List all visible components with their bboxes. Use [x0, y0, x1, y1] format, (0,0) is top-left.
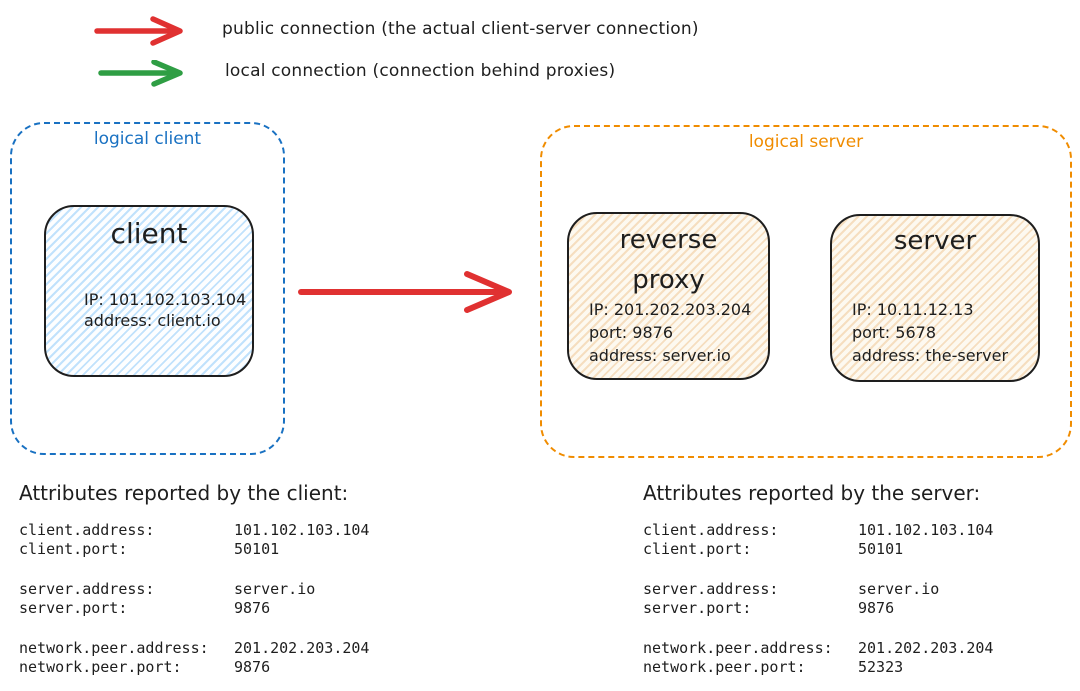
attr-row: server.address: server.io	[19, 580, 449, 599]
attr-key: client.address:	[19, 521, 155, 539]
client-node: client IP: 101.102.103.104 address: clie…	[44, 205, 254, 377]
attr-row: server.address: server.io	[643, 580, 1073, 599]
reverse-proxy-port: port: 9876	[589, 323, 673, 342]
server-port: port: 5678	[852, 323, 936, 342]
reverse-proxy-node: reverse proxy IP: 201.202.203.204 port: …	[567, 212, 770, 380]
server-node-title: server	[893, 226, 977, 256]
attr-key: server.port:	[643, 599, 752, 617]
attr-row: server.port: 9876	[643, 599, 1073, 618]
attr-key: client.address:	[643, 521, 779, 539]
public-connection-arrow-icon	[94, 16, 183, 46]
attr-key: network.peer.port:	[643, 658, 806, 676]
logical-client-label: logical client	[93, 129, 202, 149]
attr-value: 9876	[234, 658, 271, 676]
local-connection-label: local connection (connection behind prox…	[225, 61, 616, 81]
client-attributes-panel: Attributes reported by the client: clien…	[19, 481, 449, 677]
attr-key: network.peer.address:	[19, 639, 209, 657]
server-node-details: IP: 10.11.12.13 port: 5678 address: the-…	[852, 298, 1008, 367]
reverse-proxy-node-title: reverse proxy	[619, 225, 718, 295]
attr-value: 101.102.103.104	[858, 521, 994, 539]
logical-client-group: logical client client IP: 101.102.103.10…	[10, 122, 285, 455]
server-ip: IP: 10.11.12.13	[852, 300, 974, 319]
attr-value: 101.102.103.104	[234, 521, 370, 539]
attr-key: network.peer.address:	[643, 639, 833, 657]
attr-row: network.peer.port: 9876	[19, 658, 449, 677]
client-node-title: client	[110, 217, 188, 250]
attr-value: 50101	[234, 540, 280, 558]
attr-value: 201.202.203.204	[234, 639, 370, 657]
attr-row: client.port: 50101	[643, 540, 1073, 559]
attr-value: 52323	[858, 658, 904, 676]
attr-key: server.port:	[19, 599, 128, 617]
client-to-server-arrow-icon	[298, 271, 512, 313]
attr-row: network.peer.address: 201.202.203.204	[643, 639, 1073, 658]
server-attributes-panel: Attributes reported by the server: clien…	[643, 481, 1073, 677]
attr-value: 201.202.203.204	[858, 639, 994, 657]
logical-server-group: logical server reverse proxy IP: 201.202…	[540, 125, 1072, 458]
attr-key: server.address:	[643, 580, 779, 598]
client-address: address: client.io	[84, 311, 221, 330]
server-address: address: the-server	[852, 346, 1009, 365]
attr-row: client.address: 101.102.103.104	[643, 521, 1073, 540]
attr-row: server.port: 9876	[19, 599, 449, 618]
client-ip: IP: 101.102.103.104	[84, 290, 247, 309]
reverse-proxy-node-details: IP: 201.202.203.204 port: 9876 address: …	[589, 298, 751, 367]
reverse-proxy-address: address: server.io	[589, 346, 731, 365]
public-connection-label: public connection (the actual client-ser…	[222, 19, 699, 39]
attr-value: 9876	[858, 599, 895, 617]
server-node: server IP: 10.11.12.13 port: 5678 addres…	[830, 214, 1040, 382]
attr-key: client.port:	[19, 540, 128, 558]
logical-server-label: logical server	[748, 132, 864, 152]
reverse-proxy-ip: IP: 201.202.203.204	[589, 300, 752, 319]
attr-value: server.io	[234, 580, 316, 598]
attr-row: client.port: 50101	[19, 540, 449, 559]
attr-row: client.address: 101.102.103.104	[19, 521, 449, 540]
attr-key: network.peer.port:	[19, 658, 182, 676]
client-node-details: IP: 101.102.103.104 address: client.io	[84, 289, 246, 331]
server-attributes-heading: Attributes reported by the server:	[643, 481, 981, 505]
attr-value: server.io	[858, 580, 940, 598]
attr-key: server.address:	[19, 580, 155, 598]
local-connection-arrow-icon	[98, 60, 183, 87]
attr-key: client.port:	[643, 540, 752, 558]
client-attributes-heading: Attributes reported by the client:	[19, 481, 349, 505]
attr-value: 50101	[858, 540, 904, 558]
attr-row: network.peer.port: 52323	[643, 658, 1073, 677]
attr-row: network.peer.address: 201.202.203.204	[19, 639, 449, 658]
attr-value: 9876	[234, 599, 271, 617]
